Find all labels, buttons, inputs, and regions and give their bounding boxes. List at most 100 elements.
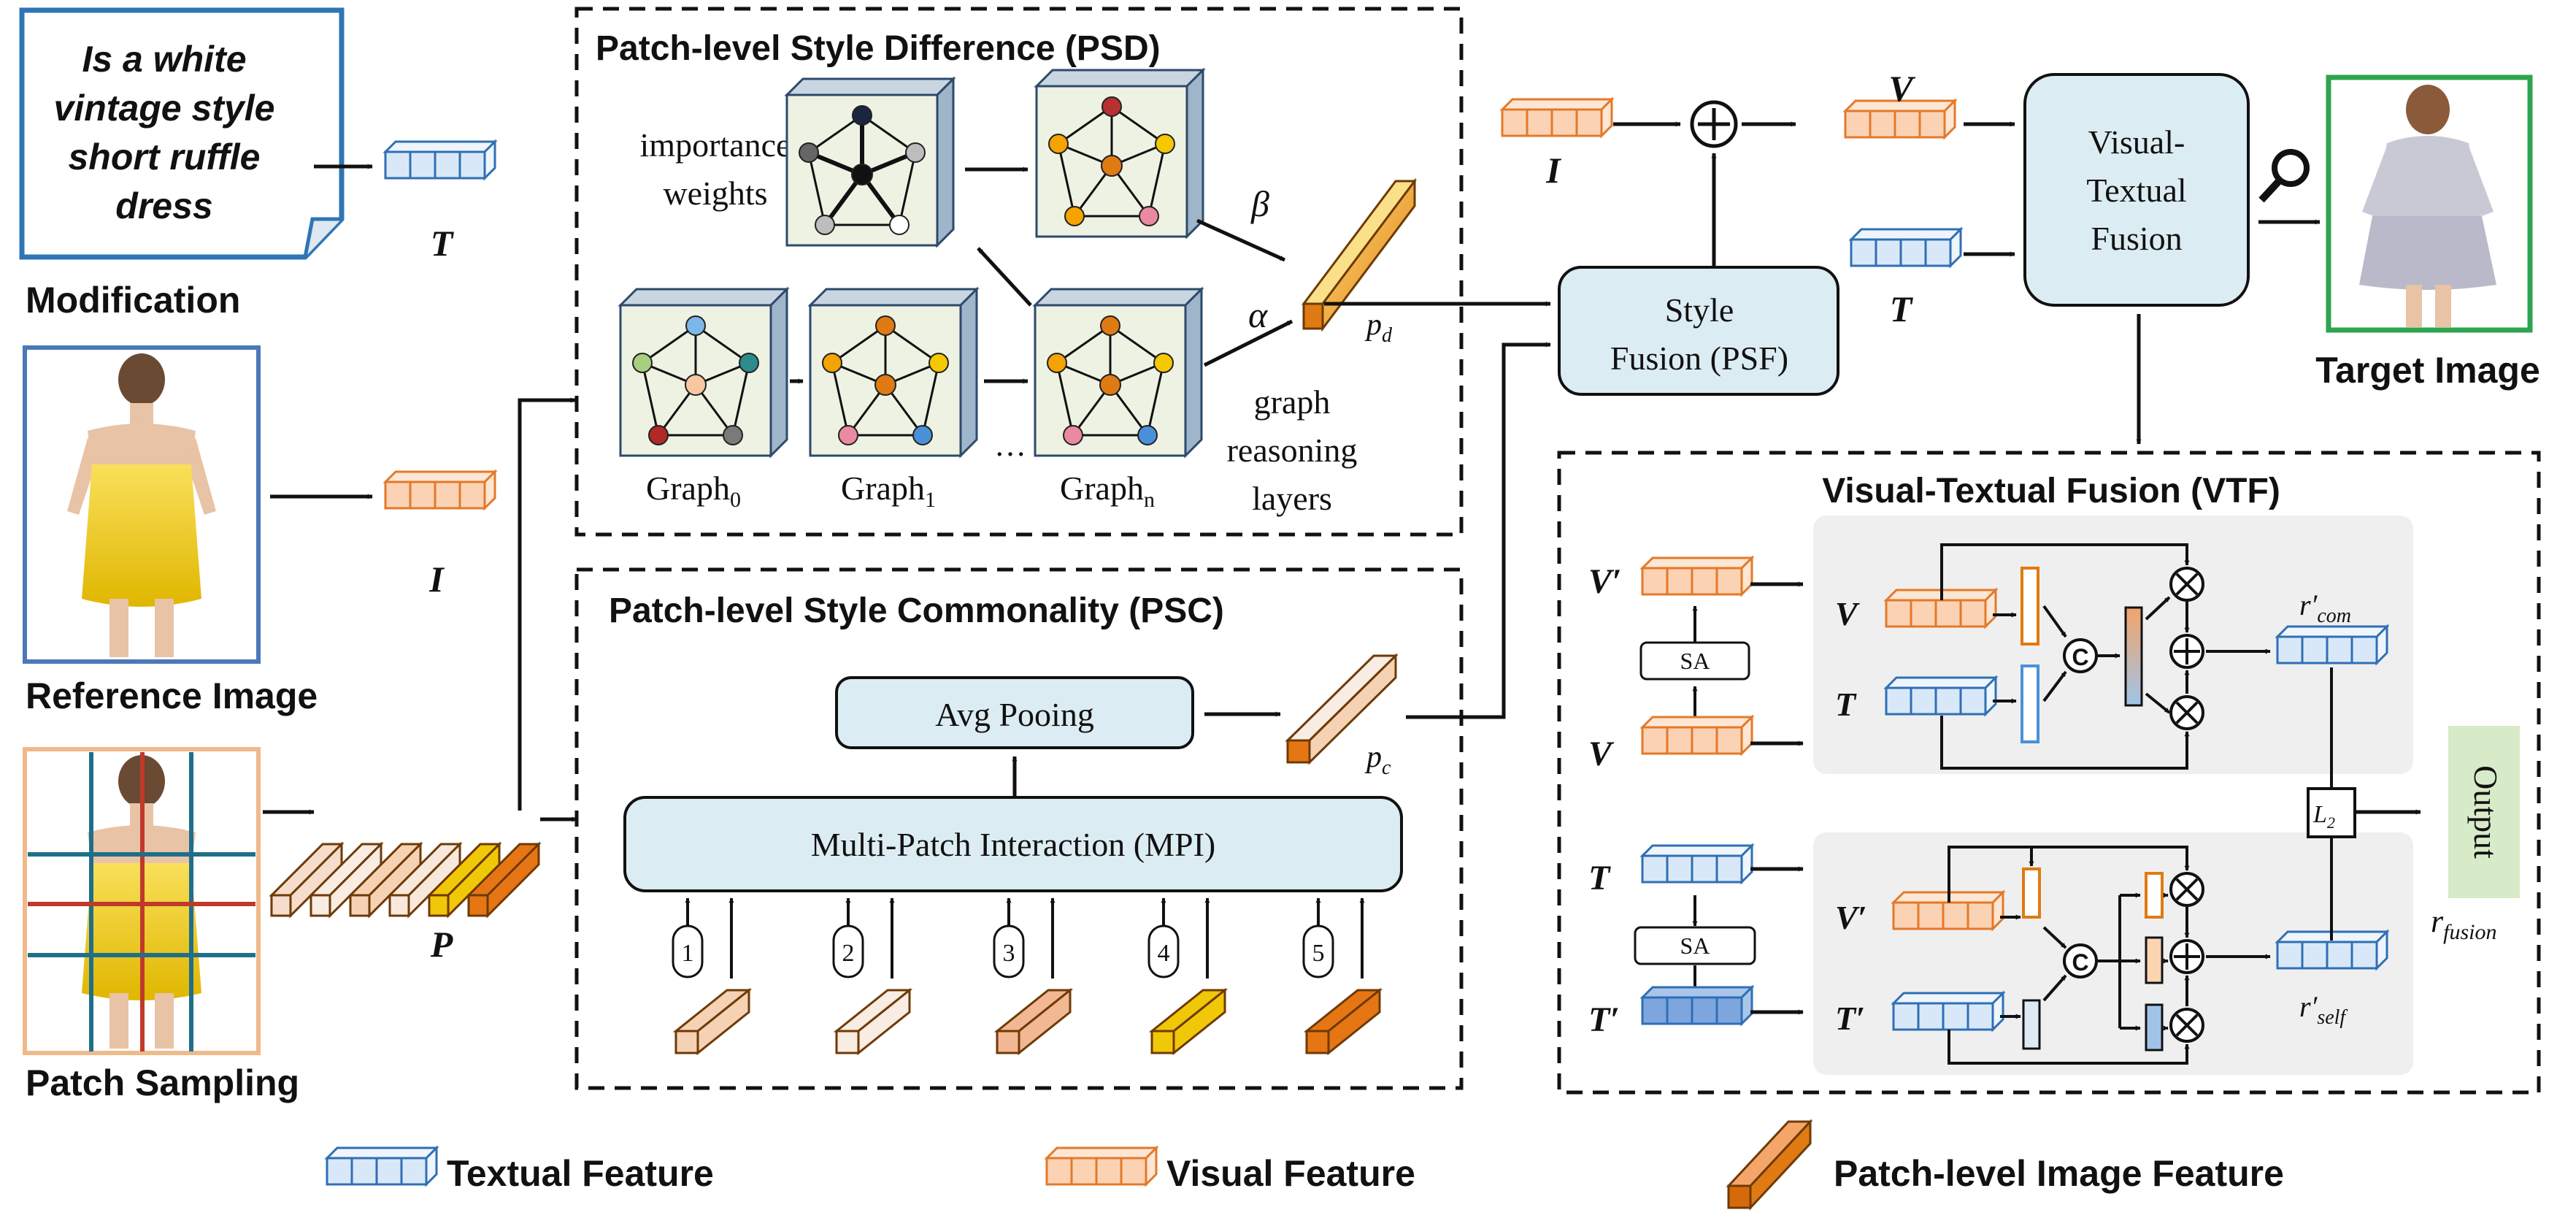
vtf-detail-box xyxy=(1557,451,2541,1095)
psc-box xyxy=(574,567,1464,1090)
graph1-cube xyxy=(807,286,980,459)
svg-text:3: 3 xyxy=(1003,940,1015,967)
vtf-self-v-vector xyxy=(2022,867,2041,919)
target-image-label: Target Image xyxy=(2315,350,2540,391)
patch-feature-stack xyxy=(269,841,542,919)
graph-importance-cube xyxy=(784,76,956,248)
visual-feature-V xyxy=(1842,98,1958,140)
vtf-title: Visual-Textual Fusion (VTF) xyxy=(1822,472,2280,510)
avg-pool-box xyxy=(835,676,1194,749)
r-com-label: r′com xyxy=(2299,589,2351,627)
reasoning-label-line3: layers xyxy=(1252,480,1332,517)
mpi-patch-3 xyxy=(993,987,1074,1056)
mul-operator-top-a xyxy=(2169,567,2204,602)
graphn-cube xyxy=(1032,286,1204,459)
mul-operator-bottom-a xyxy=(2169,872,2204,907)
query-line-3: short ruffle xyxy=(69,137,261,177)
r-self-feature xyxy=(2275,929,2390,971)
psd-box xyxy=(574,7,1464,537)
vtf-self-tprime-feature xyxy=(1891,990,2006,1033)
vtf-block-line1: Visual- xyxy=(2088,123,2185,161)
svg-text:2: 2 xyxy=(842,940,855,967)
legend-patch-label: Patch-level Image Feature xyxy=(1834,1153,2284,1194)
patch-symbol-P: P xyxy=(430,924,453,965)
visual-symbol-I: I xyxy=(428,559,445,600)
psf-visual-symbol: I xyxy=(1545,150,1561,191)
mul-operator-top-b xyxy=(2169,695,2204,730)
text-symbol-T: T xyxy=(431,223,455,264)
vtf-self-gate-b xyxy=(2145,936,2164,984)
graphn-label: Graphn xyxy=(1060,470,1155,512)
r-fusion-label: rfusion xyxy=(2431,903,2496,944)
add-operator xyxy=(1690,100,1738,148)
vtf-v-feature xyxy=(1639,714,1755,757)
vtf-block-line3: Fusion xyxy=(2091,220,2182,257)
reasoning-label-line1: graph xyxy=(1254,383,1331,421)
vtf-tprime-feature xyxy=(1639,984,1755,1027)
psf-label-line2: Fusion (PSF) xyxy=(1610,340,1788,377)
output-label: Output xyxy=(2467,765,2504,859)
query-line-2: vintage style xyxy=(54,88,275,129)
graph-weighted-cube xyxy=(1034,67,1206,240)
vtf-self-gate-a xyxy=(2145,872,2164,919)
output-box xyxy=(2448,726,2520,898)
vtf-com-v-vector xyxy=(2021,567,2039,646)
graph0-cube xyxy=(618,286,790,459)
modification-label: Modification xyxy=(26,280,240,321)
vtf-self-t-vector xyxy=(2022,999,2041,1050)
vtf-com-v: V xyxy=(1835,595,1860,632)
svg-text:C: C xyxy=(2072,644,2088,670)
importance-label-line1: importance xyxy=(640,126,791,164)
pd-feature xyxy=(1302,177,1417,332)
svg-text:5: 5 xyxy=(1312,940,1325,967)
concat-operator-top: C xyxy=(2063,638,2098,673)
patch-index-5: 5 xyxy=(1302,924,1334,978)
vtf-tprime-left: T′ xyxy=(1588,1000,1620,1039)
alpha-symbol: α xyxy=(1248,294,1269,335)
vtf-com-t-feature xyxy=(1883,675,1999,717)
vtf-block xyxy=(2023,73,2250,307)
vtf-self-vprime-feature xyxy=(1891,889,2006,932)
importance-label-line2: weights xyxy=(663,175,767,212)
text-feature-T-top xyxy=(382,139,498,181)
vtf-t-feature xyxy=(1639,843,1755,885)
l2-label: L2 xyxy=(2312,801,2335,832)
avg-pool-label: Avg Pooing xyxy=(935,696,1094,733)
graph0-label: Graph0 xyxy=(646,470,741,512)
mpi-label: Multi-Patch Interaction (MPI) xyxy=(811,826,1215,863)
vtf-self-gate-c xyxy=(2145,1003,2164,1052)
mul-operator-bottom-b xyxy=(2169,1008,2204,1043)
vtf-vprime-feature xyxy=(1639,555,1755,597)
l2-box xyxy=(2307,787,2356,838)
psc-title: Patch-level Style Commonality (PSC) xyxy=(609,591,1224,630)
graph-ellipsis: … xyxy=(994,427,1026,463)
vtf-com-t: T xyxy=(1835,686,1857,723)
svg-text:C: C xyxy=(2072,949,2088,976)
legend-textual-label: Textual Feature xyxy=(447,1153,714,1194)
mpi-patch-2 xyxy=(833,987,913,1056)
patch-index-3: 3 xyxy=(993,924,1025,978)
sa-box-bottom xyxy=(1634,926,1756,965)
vtf-com-fused-vector xyxy=(2124,606,2143,707)
graph1-label: Graph1 xyxy=(841,470,936,512)
v-symbol: V xyxy=(1888,68,1915,109)
psf-label-line1: Style xyxy=(1665,291,1734,329)
magnifier-icon xyxy=(2258,149,2310,203)
vtf-self-vprime: V′ xyxy=(1835,899,1867,936)
target-image xyxy=(2326,74,2533,333)
legend-visual-label: Visual Feature xyxy=(1166,1153,1415,1194)
reference-image xyxy=(23,345,261,664)
text-feature-T-right xyxy=(1848,226,1964,269)
patch-sampling-image xyxy=(23,747,261,1055)
vtf-self-tprime: T′ xyxy=(1835,1000,1865,1037)
concat-operator-bottom: C xyxy=(2063,943,2098,978)
visual-feature-I-ref xyxy=(382,469,498,511)
patch-index-1: 1 xyxy=(672,924,704,978)
query-line-1: Is a white xyxy=(82,39,246,80)
legend-patch-icon xyxy=(1726,1119,1813,1211)
add-operator-bottom xyxy=(2169,939,2204,974)
modification-panel: Is a white vintage style short ruffle dr… xyxy=(19,7,345,260)
vtf-com-v-feature xyxy=(1883,587,1999,629)
